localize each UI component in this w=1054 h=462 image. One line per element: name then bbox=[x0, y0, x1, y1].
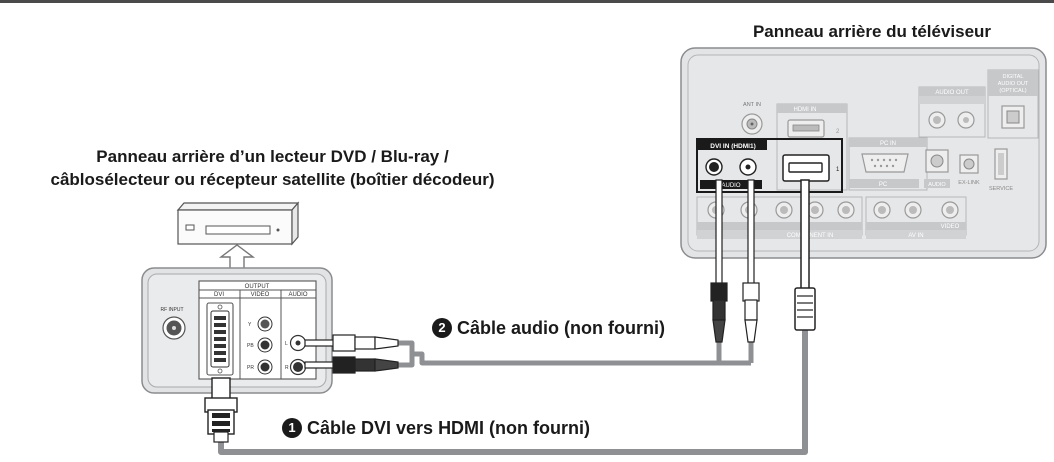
pc-vga-port bbox=[861, 153, 909, 173]
hdmi-1-number: 1 bbox=[836, 167, 840, 173]
y-label: Y bbox=[248, 322, 252, 328]
pr-label: PR bbox=[247, 365, 254, 371]
pc-audio-label: AUDIO bbox=[928, 182, 946, 188]
hdmi-2-number: 2 bbox=[836, 129, 840, 135]
video-label: VIDEO bbox=[251, 292, 270, 298]
source-title-line1: Panneau arrière d’un lecteur DVD / Blu-r… bbox=[96, 147, 449, 166]
audio-cable-run bbox=[412, 342, 722, 366]
pc-audio-jack bbox=[930, 154, 944, 168]
dvi-audio-label: AUDIO bbox=[721, 183, 740, 189]
top-rule bbox=[0, 0, 1054, 3]
cable-1-text: Câble DVI vers HDMI (non fourni) bbox=[307, 418, 591, 438]
dvi-output-port bbox=[206, 302, 234, 376]
cable-2-number: 2 bbox=[432, 318, 452, 338]
av-in-label: AV IN bbox=[908, 233, 923, 239]
dvd-player-device bbox=[176, 201, 300, 246]
source-panel-title: Panneau arrière d’un lecteur DVD / Blu-r… bbox=[0, 145, 545, 191]
tv-panel-title: Panneau arrière du téléviseur bbox=[752, 22, 992, 41]
source-rear-panel: OUTPUT DVI VIDEO AUDIO RF INPUT Y bbox=[141, 267, 333, 394]
output-label: OUTPUT bbox=[245, 284, 270, 290]
hdmi-in-label: HDMI IN bbox=[794, 107, 817, 113]
cable-2-text: Câble audio (non fourni) bbox=[457, 318, 665, 338]
digital-audio-out-label-1: DIGITAL bbox=[1003, 74, 1024, 80]
hdmi-plug bbox=[794, 179, 816, 331]
tv-rear-panel: ANT IN HDMI IN 2 1 DVI IN (HDMI1) AUDIO bbox=[680, 47, 1047, 259]
ex-link-jack bbox=[963, 158, 975, 170]
source-title-line2: câblosélecteur ou récepteur satellite (b… bbox=[50, 170, 495, 189]
digital-audio-out-label-3: (OPTICAL) bbox=[999, 88, 1026, 94]
arrow-up-icon bbox=[218, 244, 256, 268]
pc-label: PC bbox=[879, 182, 888, 188]
dvi-in-label: DVI IN (HDMI1) bbox=[710, 143, 756, 150]
r-label: R bbox=[285, 365, 289, 371]
audio-label: AUDIO bbox=[288, 292, 307, 298]
dvi-plug bbox=[204, 377, 238, 443]
component-in-label: COMPONENT IN bbox=[787, 233, 834, 239]
audio-out-label: AUDIO OUT bbox=[935, 90, 969, 96]
audio-rca-plugs-tv bbox=[710, 179, 760, 343]
pb-label: PB bbox=[247, 343, 254, 349]
ant-in-label: ANT IN bbox=[743, 102, 761, 108]
rf-input-label: RF INPUT bbox=[160, 307, 183, 313]
cable-1-number: 1 bbox=[282, 418, 302, 438]
ex-link-label: EX-LINK bbox=[958, 180, 980, 186]
service-label: SERVICE bbox=[989, 186, 1013, 192]
audio-rca-plugs-source bbox=[304, 334, 399, 374]
audio-cable bbox=[398, 340, 415, 368]
av-video-label: VIDEO bbox=[941, 224, 960, 230]
hdmi-2-port bbox=[787, 119, 825, 138]
pc-in-label: PC IN bbox=[880, 141, 896, 147]
l-label: L bbox=[285, 341, 288, 347]
hdmi-1-port bbox=[782, 154, 830, 182]
dvi-label: DVI bbox=[214, 292, 224, 298]
dvi-hdmi-cable bbox=[218, 327, 808, 455]
digital-audio-out-label-2: AUDIO OUT bbox=[998, 81, 1029, 87]
